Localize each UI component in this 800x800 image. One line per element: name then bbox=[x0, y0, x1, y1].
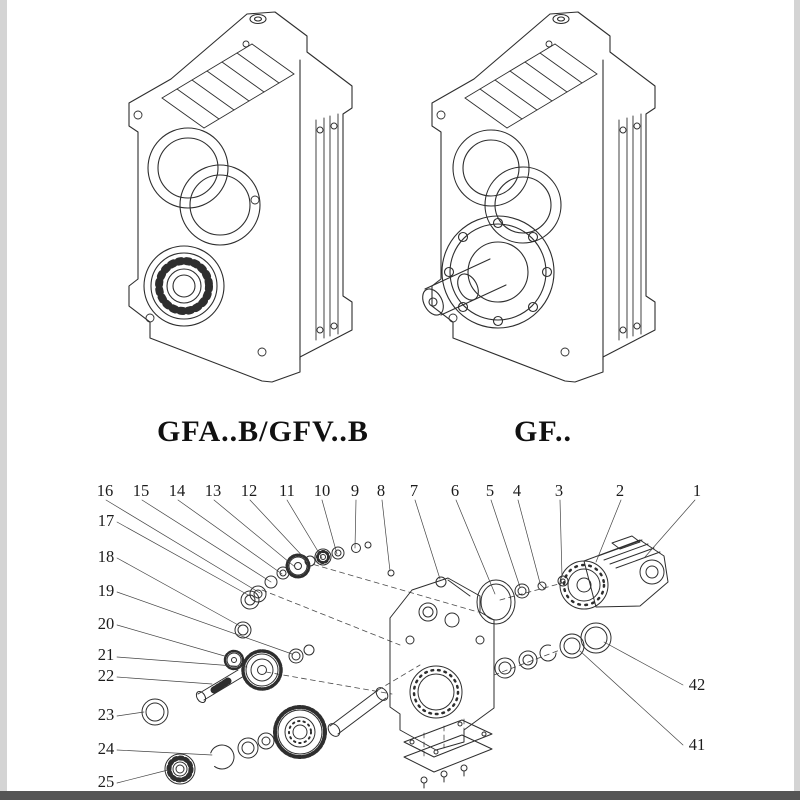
input-bores bbox=[147, 127, 261, 246]
output-flange bbox=[441, 215, 555, 329]
part-number-2: 2 bbox=[616, 481, 624, 500]
bottom-band bbox=[0, 791, 800, 800]
left-edge-band bbox=[0, 0, 7, 800]
lifting-eye-hole bbox=[253, 16, 263, 22]
lifting-eye bbox=[249, 13, 267, 25]
part-number-10: 10 bbox=[314, 481, 331, 500]
output-shaft bbox=[422, 258, 507, 316]
exploded-housing bbox=[389, 577, 495, 751]
part-number-24: 24 bbox=[98, 739, 115, 758]
input-seal-set bbox=[476, 575, 569, 625]
housing-outline bbox=[431, 11, 656, 383]
part-number-23: 23 bbox=[98, 705, 115, 724]
part-number-4: 4 bbox=[513, 481, 521, 500]
part-number-11: 11 bbox=[279, 481, 295, 500]
part-number-7: 7 bbox=[410, 481, 418, 500]
part-number-9: 9 bbox=[351, 481, 359, 500]
model-label-gf: GF.. bbox=[514, 415, 572, 448]
bottom-shaft-cluster bbox=[164, 687, 389, 785]
part-number-3: 3 bbox=[555, 481, 563, 500]
cooling-fins bbox=[464, 43, 598, 129]
leader-lines bbox=[105, 499, 696, 784]
part-number-17: 17 bbox=[98, 511, 115, 530]
right-edge-band bbox=[794, 0, 800, 800]
housing-outline bbox=[128, 11, 353, 383]
exploded-view bbox=[105, 499, 696, 789]
right-ring-set bbox=[494, 622, 612, 679]
part-number-8: 8 bbox=[377, 481, 385, 500]
cooling-fins bbox=[161, 43, 295, 129]
side-flange-strips bbox=[618, 113, 642, 341]
lifting-eye-hole bbox=[556, 16, 566, 22]
part-number-20: 20 bbox=[98, 614, 115, 633]
part-number-callouts: 16 15 14 13 12 11 10 9 8 7 6 5 4 3 2 1 1… bbox=[97, 481, 706, 791]
cover-plates bbox=[403, 719, 493, 789]
housing-bolts bbox=[436, 40, 570, 357]
part-number-16: 16 bbox=[97, 481, 114, 500]
part-number-19: 19 bbox=[98, 581, 115, 600]
model-label-gfab: GFA..B/GFV..B bbox=[157, 415, 369, 448]
part-number-5: 5 bbox=[486, 481, 494, 500]
part-number-12: 12 bbox=[241, 481, 258, 500]
part-number-6: 6 bbox=[451, 481, 459, 500]
gearbox-drawing-gf bbox=[422, 11, 656, 383]
housing-bolts bbox=[133, 40, 267, 357]
part-number-25: 25 bbox=[98, 772, 115, 791]
assembly-axes bbox=[261, 561, 567, 757]
part-number-13: 13 bbox=[205, 481, 222, 500]
middle-gear-cluster bbox=[141, 621, 315, 726]
part-number-1: 1 bbox=[693, 481, 701, 500]
part-number-21: 21 bbox=[98, 645, 115, 664]
part-number-14: 14 bbox=[169, 481, 186, 500]
output-bearing bbox=[143, 245, 225, 327]
side-flange-strips bbox=[315, 113, 339, 341]
part-number-22: 22 bbox=[98, 666, 115, 685]
part-number-41: 41 bbox=[689, 735, 706, 754]
upper-shaft-cluster bbox=[240, 541, 447, 610]
part-number-15: 15 bbox=[133, 481, 150, 500]
lifting-eye bbox=[552, 13, 570, 25]
input-bores bbox=[452, 129, 562, 244]
exploded-motor bbox=[559, 535, 669, 610]
part-number-18: 18 bbox=[98, 547, 115, 566]
part-number-42: 42 bbox=[689, 675, 706, 694]
gearbox-drawing-gfab bbox=[128, 11, 353, 383]
